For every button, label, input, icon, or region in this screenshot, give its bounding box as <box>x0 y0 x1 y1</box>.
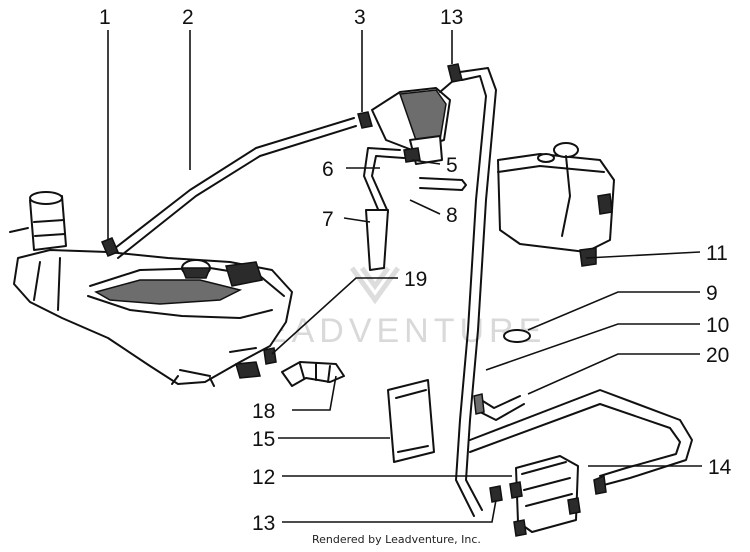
leader-lines <box>107 30 702 523</box>
callout-12: 12 <box>252 466 275 489</box>
callout-19: 19 <box>404 268 427 291</box>
callout-14: 14 <box>708 456 732 479</box>
callout-2: 2 <box>182 6 194 29</box>
hose-14 <box>469 389 693 487</box>
hose-2 <box>109 117 355 253</box>
callout-5: 5 <box>446 154 458 177</box>
clip-13-top <box>447 63 463 83</box>
hose-7 <box>365 209 389 271</box>
callout-13-top: 13 <box>440 6 463 29</box>
plate-15 <box>387 379 435 463</box>
callout-10: 10 <box>706 314 729 337</box>
callout-8: 8 <box>446 204 458 227</box>
cooler-12 <box>509 455 581 537</box>
fuel-tank <box>9 191 293 387</box>
callout-13-bottom: 13 <box>252 512 275 535</box>
callout-20: 20 <box>706 344 729 367</box>
callout-3: 3 <box>354 6 366 29</box>
watermark-logo <box>349 266 401 305</box>
callout-9: 9 <box>706 282 718 305</box>
watermark-text: LEADVENTURE <box>240 312 546 350</box>
clip-13-bottom <box>489 485 503 503</box>
footer-credit: Rendered by Leadventure, Inc. <box>312 533 481 546</box>
canister-valve <box>371 79 455 165</box>
expansion-tank <box>497 142 615 267</box>
clip-19 <box>263 347 277 365</box>
callout-15: 15 <box>252 428 275 451</box>
callout-7: 7 <box>322 208 334 231</box>
callout-6: 6 <box>322 158 334 181</box>
callout-11: 11 <box>706 242 728 265</box>
callout-18: 18 <box>252 400 275 423</box>
hose-6 <box>363 147 401 215</box>
hose-10 <box>459 67 497 511</box>
clip-3 <box>357 111 373 129</box>
callout-1: 1 <box>99 6 111 29</box>
o-ring-9 <box>503 329 531 343</box>
hose-8 <box>419 177 463 191</box>
